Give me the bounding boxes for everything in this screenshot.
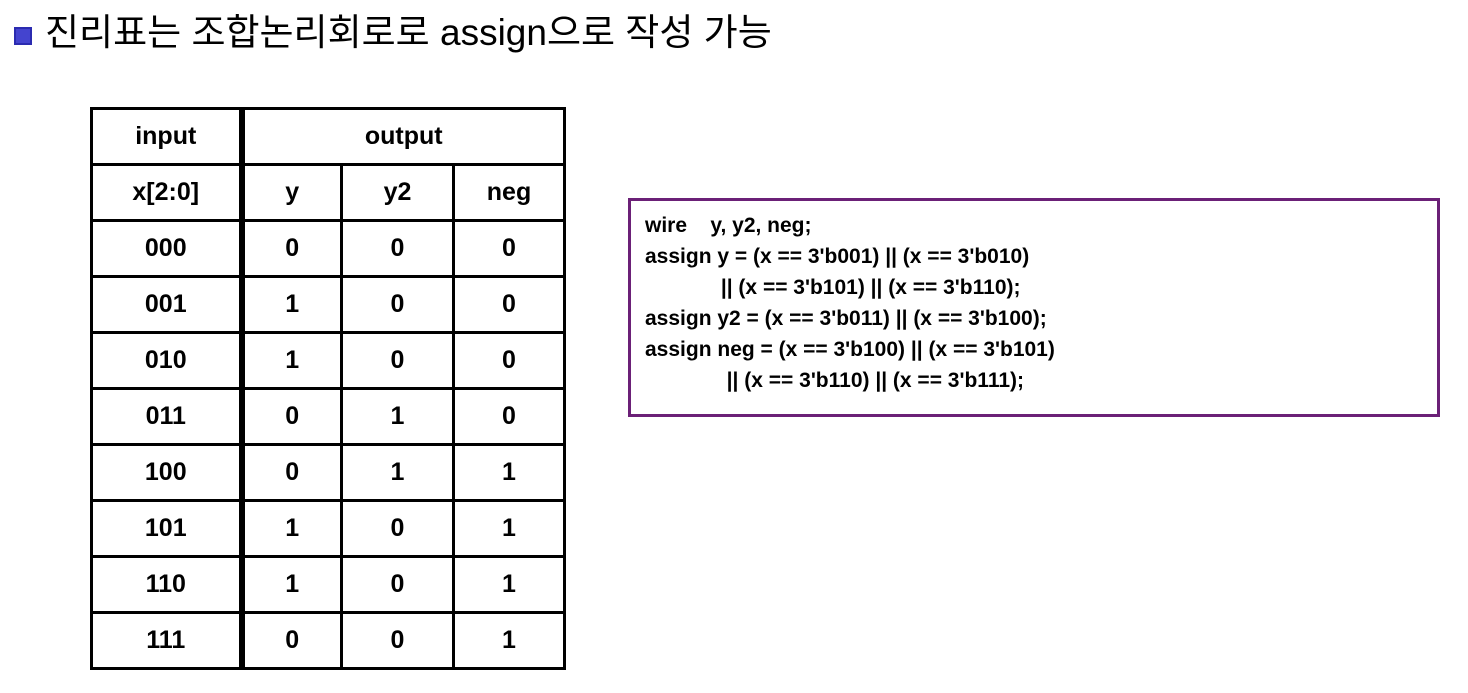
truth-table: input output x[2:0] y y2 neg 000 0 0 0 0… (90, 107, 566, 670)
code-line: || (x == 3'b101) || (x == 3'b110); (645, 276, 1021, 299)
cell-x: 111 (90, 611, 245, 670)
code-line: || (x == 3'b110) || (x == 3'b111); (645, 369, 1025, 392)
cell-neg: 1 (452, 443, 566, 502)
table-row: 101 1 0 1 (90, 499, 566, 558)
cell-y: 1 (240, 275, 343, 334)
code-line: wire y, y2, neg; (645, 214, 812, 237)
bullet-square-icon (14, 27, 32, 45)
cell-x: 001 (90, 275, 245, 334)
cell-y: 1 (240, 555, 343, 614)
verilog-code-box: wire y, y2, neg; assign y = (x == 3'b001… (628, 198, 1440, 417)
cell-y: 1 (240, 499, 343, 558)
cell-y2: 0 (340, 555, 455, 614)
table-row: 111 0 0 1 (90, 611, 566, 670)
column-header-x: x[2:0] (90, 163, 245, 222)
code-line: assign y = (x == 3'b001) || (x == 3'b010… (645, 245, 1030, 268)
table-row: 011 0 1 0 (90, 387, 566, 446)
column-header-y2: y2 (340, 163, 455, 222)
cell-y2: 0 (340, 275, 455, 334)
cell-y2: 1 (340, 387, 455, 446)
table-row: 110 1 0 1 (90, 555, 566, 614)
cell-y2: 0 (340, 499, 455, 558)
table-row: 001 1 0 0 (90, 275, 566, 334)
slide-title-row: 진리표는 조합논리회로로 assign으로 작성 가능 (14, 6, 772, 60)
table-row: 100 0 1 1 (90, 443, 566, 502)
cell-y: 0 (240, 387, 343, 446)
cell-y2: 1 (340, 443, 455, 502)
cell-neg: 0 (452, 275, 566, 334)
cell-x: 011 (90, 387, 245, 446)
column-header-neg: neg (452, 163, 566, 222)
table-row: 000 0 0 0 (90, 219, 566, 278)
table-group-header-row: input output (90, 107, 566, 166)
cell-y: 1 (240, 331, 343, 390)
header-output: output (240, 107, 566, 166)
cell-y2: 0 (340, 219, 455, 278)
cell-neg: 0 (452, 331, 566, 390)
cell-x: 100 (90, 443, 245, 502)
cell-neg: 0 (452, 387, 566, 446)
cell-x: 110 (90, 555, 245, 614)
cell-y: 0 (240, 219, 343, 278)
cell-neg: 1 (452, 555, 566, 614)
cell-neg: 1 (452, 499, 566, 558)
cell-y: 0 (240, 443, 343, 502)
table-column-header-row: x[2:0] y y2 neg (90, 163, 566, 222)
code-line: assign neg = (x == 3'b100) || (x == 3'b1… (645, 338, 1055, 361)
cell-neg: 0 (452, 219, 566, 278)
cell-x: 000 (90, 219, 245, 278)
cell-x: 101 (90, 499, 245, 558)
slide-title: 진리표는 조합논리회로로 assign으로 작성 가능 (45, 12, 772, 53)
column-header-y: y (240, 163, 343, 222)
cell-x: 010 (90, 331, 245, 390)
header-input: input (90, 107, 245, 166)
code-line: assign y2 = (x == 3'b011) || (x == 3'b10… (645, 307, 1047, 330)
table-row: 010 1 0 0 (90, 331, 566, 390)
cell-y: 0 (240, 611, 343, 670)
cell-y2: 0 (340, 331, 455, 390)
cell-neg: 1 (452, 611, 566, 670)
cell-y2: 0 (340, 611, 455, 670)
